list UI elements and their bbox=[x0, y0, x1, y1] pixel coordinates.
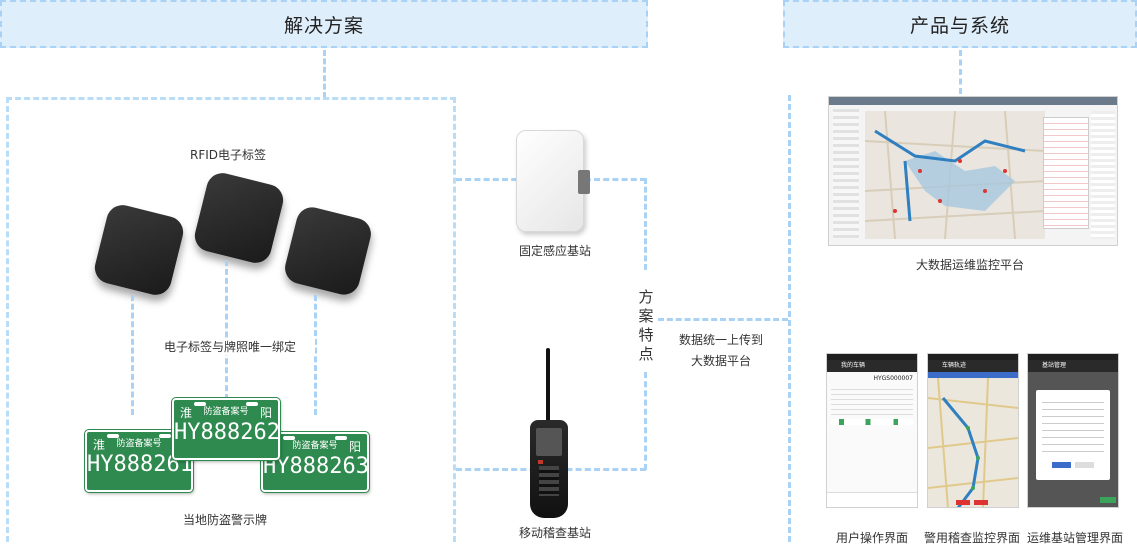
phone-statusbar bbox=[827, 354, 917, 360]
phone-police-screenshot: 车辆轨迹 bbox=[927, 353, 1019, 508]
plate-number: HY888263 bbox=[263, 454, 369, 479]
phone-blue-bar bbox=[928, 372, 1018, 378]
phone-ops-screenshot: 基站管理 bbox=[1027, 353, 1119, 508]
phone-title: 基站管理 bbox=[1042, 362, 1067, 369]
phone-info bbox=[831, 385, 913, 415]
plate-number: HY888262 bbox=[174, 420, 280, 445]
connector bbox=[225, 260, 228, 400]
connector bbox=[314, 295, 317, 415]
connector bbox=[323, 50, 326, 98]
plate-label: 当地防盗警示牌 bbox=[182, 513, 267, 527]
phone-statusbar bbox=[928, 354, 1018, 360]
phone-green-row bbox=[831, 419, 913, 425]
platform-sidebar bbox=[833, 109, 859, 239]
plate-sub: 防盗备案号 bbox=[292, 441, 338, 451]
plate-suffix: 阳 bbox=[348, 440, 361, 454]
phone-bottom-nav bbox=[827, 492, 917, 507]
rfid-tag-label: RFID电子标签 bbox=[189, 148, 267, 162]
upload-text-1: 数据统一上传到 bbox=[666, 331, 776, 348]
phone-header: 我的车辆 bbox=[827, 360, 917, 372]
platform-map bbox=[864, 110, 1046, 240]
license-plate-2: 淮防盗备案号阳 HY888262 bbox=[171, 397, 281, 461]
product-header: 产品与系统 bbox=[783, 0, 1137, 48]
fixed-station-label: 固定感应基站 bbox=[518, 244, 591, 258]
solution-box bbox=[6, 97, 456, 542]
feature-char: 案 bbox=[638, 307, 654, 325]
plate-sub: 防盗备案号 bbox=[203, 407, 249, 417]
mobile-screen bbox=[536, 428, 562, 456]
platform-popup bbox=[1043, 117, 1089, 229]
connector bbox=[788, 95, 791, 542]
plate-region: 淮 bbox=[180, 406, 193, 420]
dialog-fields bbox=[1042, 396, 1104, 456]
product-header-title: 产品与系统 bbox=[909, 14, 1010, 37]
upload-text-2: 大数据平台 bbox=[690, 354, 751, 368]
connector bbox=[644, 372, 647, 470]
phone-plate-row: HYGS000007 bbox=[827, 372, 917, 385]
feature-char: 点 bbox=[638, 345, 654, 363]
app-label-user: 用户操作界面 bbox=[835, 531, 908, 545]
phone-title: 我的车辆 bbox=[841, 362, 866, 369]
connector bbox=[658, 318, 788, 321]
feature-char: 方 bbox=[638, 288, 654, 306]
phone-dialog bbox=[1036, 390, 1110, 480]
fixed-station-bracket bbox=[578, 170, 590, 194]
connector bbox=[131, 295, 134, 415]
binding-label: 电子标签与牌照唯一绑定 bbox=[145, 338, 315, 355]
mobile-key-red bbox=[538, 460, 543, 464]
plate-sub: 防盗备案号 bbox=[116, 439, 162, 449]
app-label-police: 警用稽查监控界面 bbox=[923, 531, 1020, 545]
connector bbox=[644, 178, 647, 270]
phone-green-btn bbox=[1100, 497, 1116, 503]
plate-region: 淮 bbox=[93, 438, 106, 452]
phone-title: 车辆轨迹 bbox=[942, 362, 967, 369]
phone-statusbar bbox=[1028, 354, 1118, 360]
feature-char: 特 bbox=[638, 326, 654, 344]
plate-suffix: 阳 bbox=[259, 406, 272, 420]
solution-header-title: 解决方案 bbox=[283, 14, 364, 37]
dialog-buttons bbox=[1052, 462, 1094, 468]
phone-plate: HYGS000007 bbox=[873, 375, 913, 382]
solution-header: 解决方案 bbox=[0, 0, 648, 48]
mobile-station-image bbox=[530, 420, 568, 518]
features-vertical-label: 方 案 特 点 bbox=[636, 288, 656, 364]
phone-user-screenshot: 我的车辆 HYGS000007 bbox=[826, 353, 918, 508]
phone-header: 车辆轨迹 bbox=[928, 360, 1018, 372]
connector bbox=[959, 50, 962, 94]
platform-screenshot bbox=[828, 96, 1118, 246]
map-svg bbox=[864, 110, 1046, 240]
mobile-station-label: 移动稽查基站 bbox=[518, 526, 591, 540]
phone-header: 基站管理 bbox=[1028, 360, 1118, 372]
platform-rightlist bbox=[1091, 111, 1115, 239]
popup-list bbox=[1044, 118, 1088, 228]
mobile-keypad bbox=[539, 466, 559, 496]
app-label-ops: 运维基站管理界面 bbox=[1026, 531, 1123, 545]
platform-topbar bbox=[829, 97, 1117, 105]
platform-label: 大数据运维监控平台 bbox=[915, 258, 1024, 272]
antenna bbox=[546, 348, 550, 426]
phone-map-svg bbox=[928, 378, 1018, 507]
fixed-station-image bbox=[516, 130, 584, 232]
